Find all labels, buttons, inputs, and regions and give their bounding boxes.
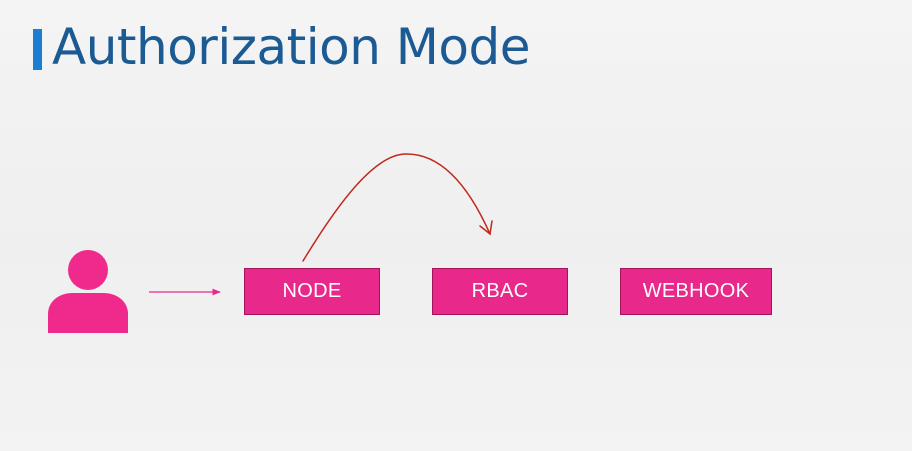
node-to-rbac-arrow: [302, 153, 493, 262]
mode-label-node: NODE: [282, 280, 342, 302]
mode-box-webhook[interactable]: WEBHOOK: [620, 268, 772, 315]
mode-label-rbac: RBAC: [471, 280, 529, 302]
mode-box-rbac[interactable]: RBAC: [432, 268, 568, 315]
mode-label-webhook: WEBHOOK: [642, 280, 750, 302]
page-title: Authorization Mode: [52, 18, 531, 76]
title-accent-bar: [33, 29, 42, 70]
user-icon: [48, 250, 128, 333]
mode-box-node[interactable]: NODE: [244, 268, 380, 315]
